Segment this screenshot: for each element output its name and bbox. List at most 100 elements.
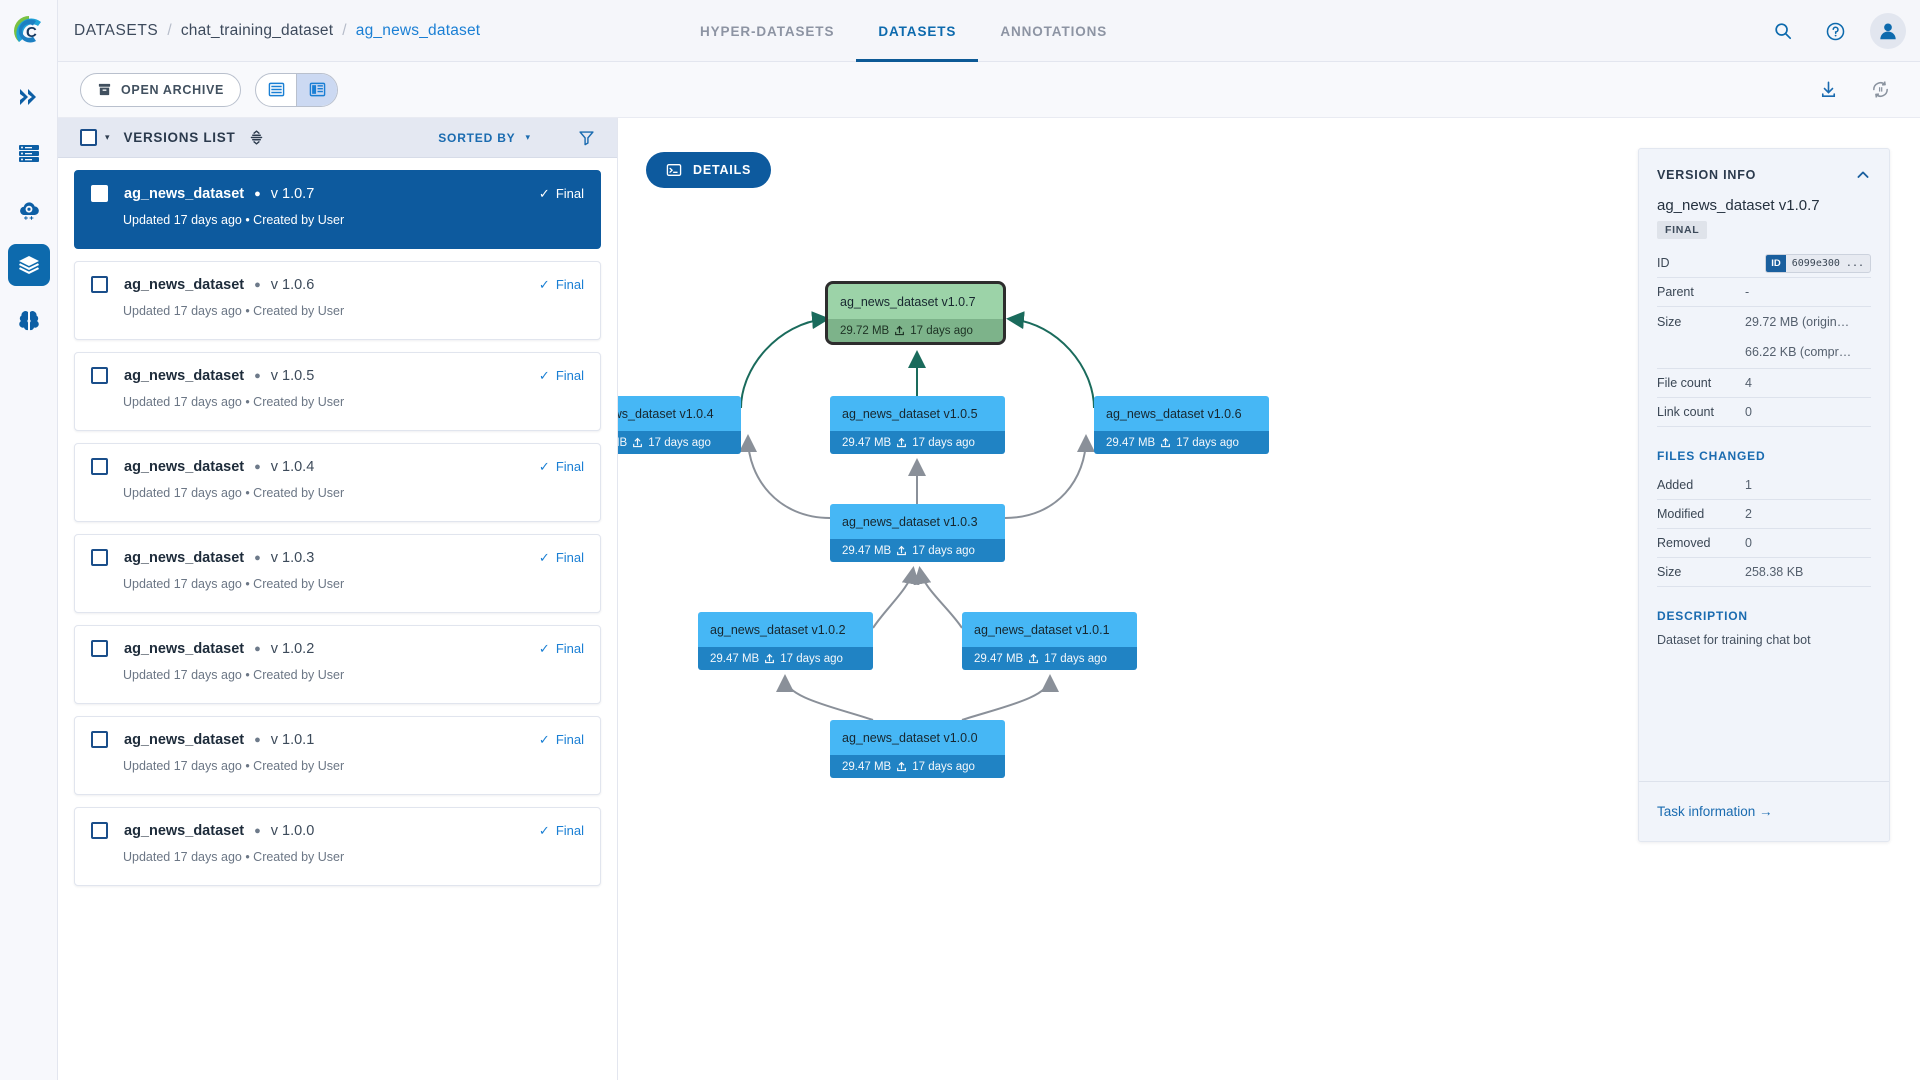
info-row-key: ID [1657,256,1670,270]
node-age: 17 days ago [912,760,975,773]
sidebar-item-pipelines[interactable] [8,76,50,118]
breadcrumb-item-2[interactable]: ag_news_dataset [355,21,481,39]
row-checkbox[interactable] [91,549,108,566]
table-view-icon[interactable] [256,74,296,106]
sidebar-item-workers[interactable] [8,132,50,174]
sidebar-item-model-serving[interactable] [8,300,50,342]
list-item[interactable]: ag_news_dataset ● v 1.0.3 ✓Final Updated… [74,534,601,613]
graph-node-v107[interactable]: ag_news_dataset v1.0.7 29.72 MB 17 days … [825,281,1006,345]
graph-edges [739,311,1095,721]
files-changed-row-removed: Removed 0 [1657,529,1871,558]
search-icon[interactable] [1766,14,1800,48]
info-row-key: Removed [1657,536,1711,550]
row-checkbox[interactable] [91,367,108,384]
row-checkbox[interactable] [91,731,108,748]
version-meta: Updated 17 days ago • Created by User [123,759,345,773]
filter-funnel-icon[interactable] [578,129,595,146]
question-circle-icon[interactable] [1818,14,1852,48]
node-size: 29.47 MB [1106,436,1156,449]
status-badge: ✓Final [538,549,584,566]
version-meta: Updated 17 days ago • Created by User [123,395,345,409]
tab-datasets[interactable]: DATASETS [856,0,979,62]
versions-list[interactable]: ag_news_dataset ● v 1.0.7 ✓Final Updated… [58,158,617,1080]
chevron-down-icon[interactable]: ▾ [525,132,530,142]
graph-node-label: ag_news_dataset v1.0.3 [830,504,1005,539]
version-number: v 1.0.4 [270,458,315,475]
breadcrumb-separator: / [342,21,347,39]
list-item[interactable]: ag_news_dataset ● v 1.0.4 ✓Final Updated… [74,443,601,522]
id-chip[interactable]: ID 6099e300 ... [1765,253,1871,273]
files-changed-row-added: Added 1 [1657,471,1871,500]
list-item[interactable]: ag_news_dataset ● v 1.0.1 ✓Final Updated… [74,716,601,795]
graph-node-v100[interactable]: ag_news_dataset v1.0.0 29.47 MB 17 days … [830,720,1005,778]
node-size: 29.47 MB [842,436,892,449]
versions-panel: ▾ VERSIONS LIST SORTED BY ▾ [58,118,618,1080]
sub-toolbar-actions [1814,76,1894,104]
sidebar-item-autoscalers[interactable] [8,188,50,230]
tab-annotations[interactable]: ANNOTATIONS [1000,23,1108,39]
node-size: 29.72 MB [840,324,890,337]
status-badge: ✓Final [538,276,584,293]
sorted-by-button[interactable]: SORTED BY [438,130,516,145]
avatar[interactable] [1870,13,1906,49]
list-item[interactable]: ag_news_dataset ● v 1.0.7 ✓Final Updated… [74,170,601,249]
tab-hyper-datasets[interactable]: HYPER-DATASETS [700,23,835,39]
row-checkbox[interactable] [91,276,108,293]
node-age: 17 days ago [648,436,711,449]
select-all-checkbox[interactable] [80,129,97,146]
graph-node-v103[interactable]: ag_news_dataset v1.0.3 29.47 MB 17 days … [830,504,1005,562]
graph-node-footer: 29.47 MB 17 days ago [830,539,1005,562]
sort-lines-icon[interactable] [249,130,264,145]
check-icon: ✓ [538,549,550,565]
list-item[interactable]: ag_news_dataset ● v 1.0.2 ✓Final Updated… [74,625,601,704]
graph-node-v104[interactable]: ag_news_dataset v1.0.4 29.47 MB 17 days … [618,396,741,454]
row-checkbox[interactable] [91,458,108,475]
split-view-icon[interactable] [297,73,338,106]
list-item[interactable]: ag_news_dataset ● v 1.0.5 ✓Final Updated… [74,352,601,431]
details-button[interactable]: DETAILS [646,152,772,188]
id-chip-value: 6099e300 ... [1791,257,1864,269]
version-number: v 1.0.3 [270,549,315,566]
server-rack-icon [17,141,41,165]
graph-node-v105[interactable]: ag_news_dataset v1.0.5 29.47 MB 17 days … [830,396,1005,454]
graph-node-label: ag_news_dataset v1.0.5 [830,396,1005,431]
version-name: ag_news_dataset [124,822,245,839]
select-all-caret-icon[interactable]: ▾ [105,132,110,142]
row-checkbox[interactable] [91,185,108,202]
top-bar: DATASETS / chat_training_dataset / ag_ne… [58,0,1920,62]
row-checkbox[interactable] [91,640,108,657]
graph-node-v102[interactable]: ag_news_dataset v1.0.2 29.47 MB 17 days … [698,612,873,670]
list-item[interactable]: ag_news_dataset ● v 1.0.0 ✓Final Updated… [74,807,601,886]
version-graph-canvas[interactable]: DETAILS ag_news_ [618,118,1638,1080]
list-item[interactable]: ag_news_dataset ● v 1.0.6 ✓Final Updated… [74,261,601,340]
info-row-size: Size 29.72 MB (origin… [1657,307,1871,336]
breadcrumb-item-1[interactable]: chat_training_dataset [180,21,334,39]
graph-node-v101[interactable]: ag_news_dataset v1.0.1 29.47 MB 17 days … [962,612,1137,670]
check-icon: ✓ [538,458,550,474]
status-badge: ✓Final [538,640,584,657]
upload-arrow-icon [632,437,643,448]
node-size: 29.47 MB [710,652,760,665]
version-name: ag_news_dataset [124,185,245,202]
version-name: ag_news_dataset [124,549,245,566]
sidebar-item-datasets[interactable] [7,244,50,286]
breadcrumb-item-0[interactable]: DATASETS [74,21,159,39]
status-badge: ✓Final [538,458,584,475]
version-info-panel: VERSION INFO ag_news_dataset v1.0.7 FINA… [1638,148,1890,842]
info-row-parent: Parent - [1657,278,1871,307]
node-age: 17 days ago [780,652,843,665]
status-badge: FINAL [1657,221,1708,239]
open-archive-button[interactable]: OPEN ARCHIVE [80,72,242,107]
status-badge: ✓Final [538,731,584,748]
auto-refresh-icon[interactable] [1866,76,1894,104]
version-info-header: VERSION INFO [1639,149,1889,183]
info-row-value: 0 [1745,536,1752,550]
row-checkbox[interactable] [91,822,108,839]
check-icon: ✓ [538,731,550,747]
download-icon[interactable] [1814,76,1842,104]
chevron-up-icon[interactable] [1855,167,1871,183]
clearml-logo-icon[interactable]: C [0,0,58,62]
task-information-link[interactable]: Task information → [1639,781,1889,841]
upload-arrow-icon [894,325,905,336]
graph-node-v106[interactable]: ag_news_dataset v1.0.6 29.47 MB 17 days … [1094,396,1269,454]
